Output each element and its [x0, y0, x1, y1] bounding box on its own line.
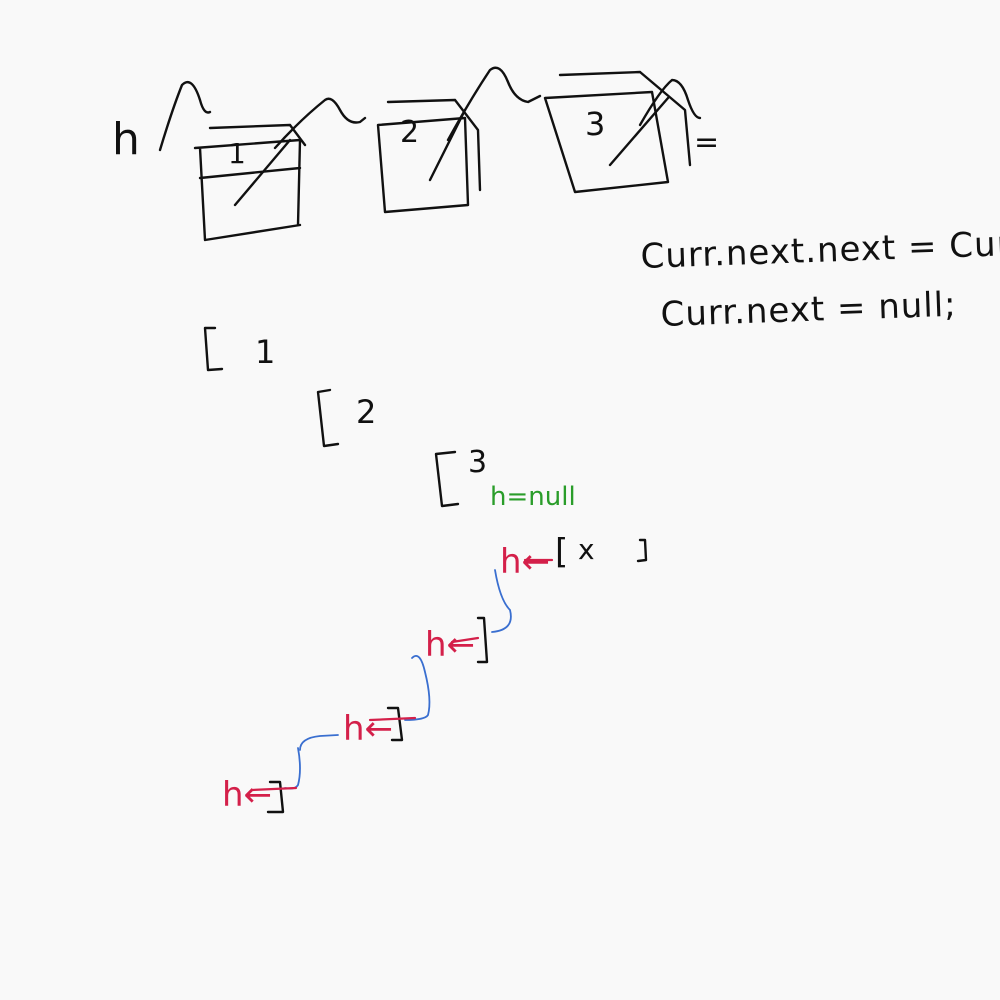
return-link-2 — [404, 654, 431, 721]
link-arrow-1 — [273, 97, 367, 150]
return-arrow-line-2 — [450, 636, 480, 644]
link-arrow-3 — [638, 78, 702, 127]
head-label: h — [112, 114, 140, 165]
frame-bracket-3 — [434, 450, 460, 508]
node-3-value: 3 — [585, 105, 606, 143]
return-label-4: h← — [222, 775, 273, 815]
trailing-mark: = — [694, 125, 720, 160]
return-label-1: h← — [500, 542, 551, 582]
frame-bracket-2 — [316, 388, 340, 448]
return-bracket-left: [ — [555, 532, 569, 572]
return-link-4 — [284, 747, 301, 790]
node-2-value: 2 — [400, 115, 420, 150]
frame-value-1: 1 — [255, 333, 276, 371]
return-bracket-4 — [476, 616, 489, 664]
return-label-3: h← — [343, 709, 394, 749]
code-line-2: Curr.next = null; — [659, 284, 958, 335]
return-link-1 — [491, 569, 512, 633]
return-link-3 — [299, 734, 339, 751]
node-3-box — [543, 70, 692, 194]
return-label-2: h← — [425, 625, 476, 665]
return-bracket-6 — [266, 780, 285, 814]
return-bracket-5 — [386, 706, 404, 742]
node-1-value: 1 — [228, 137, 246, 170]
return-arrow-line-3 — [368, 716, 417, 722]
head-arrow — [158, 80, 212, 152]
base-case-label: h=null — [490, 482, 576, 512]
return-value-x: x — [578, 533, 595, 566]
node-2-box — [376, 98, 482, 214]
link-arrow-2 — [446, 66, 542, 142]
frame-value-3: 3 — [468, 445, 488, 480]
return-arrow-line-4 — [250, 786, 298, 792]
node-1-box — [193, 123, 307, 242]
frame-value-2: 2 — [356, 393, 377, 431]
return-bracket-x — [636, 538, 648, 563]
frame-bracket-1 — [203, 326, 224, 372]
